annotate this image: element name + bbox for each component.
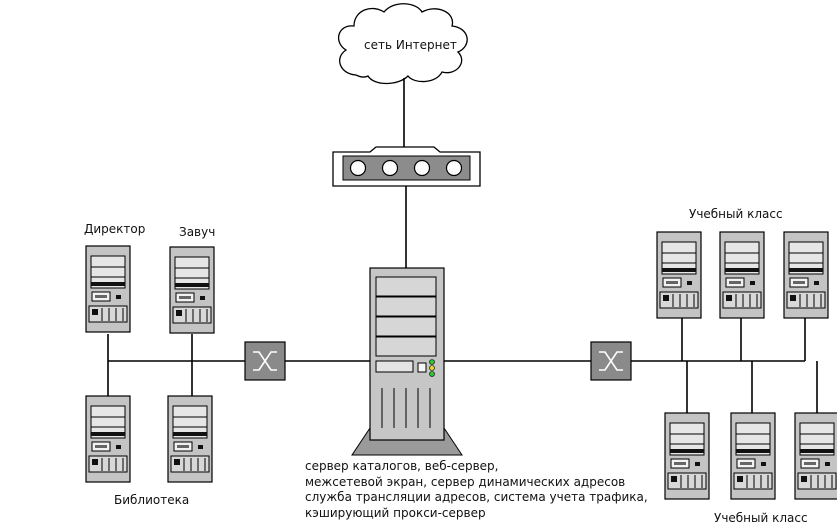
workstation-class-top-3-icon <box>783 231 829 319</box>
deputy-label: Завуч <box>179 225 216 239</box>
server-description-line: сервер каталогов, веб-сервер, <box>305 459 499 473</box>
workstation-class-bottom-2-icon <box>730 412 776 500</box>
workstation-library-2-icon <box>167 395 213 483</box>
workstation-class-bottom-1-icon <box>664 412 710 500</box>
workstation-class-top-1-icon <box>656 231 702 319</box>
server-description: сервер каталогов, веб-сервер, межсетевой… <box>305 459 648 521</box>
internet-label: сеть Интернет <box>364 38 457 52</box>
right-switch-icon <box>590 341 632 381</box>
library-label: Библиотека <box>114 493 190 507</box>
workstation-director-icon <box>85 245 131 333</box>
internet-cloud <box>337 3 468 85</box>
left-switch-icon <box>244 341 286 381</box>
director-label: Директор <box>84 222 146 236</box>
classroom-bottom-label: Учебный класс <box>714 511 808 525</box>
server-tower-icon <box>351 267 463 456</box>
workstation-class-bottom-3-icon <box>794 412 837 500</box>
classroom-top-label: Учебный класс <box>689 207 783 221</box>
workstation-class-top-2-icon <box>719 231 765 319</box>
server-description-line: кэширующий прокси-сервер <box>305 505 486 520</box>
server-description-line: межсетевой экран, сервер динамических ад… <box>305 474 626 489</box>
workstation-deputy-icon <box>169 246 215 334</box>
network-cables <box>107 78 818 413</box>
server-description-line: служба трансляции адресов, система учета… <box>305 490 648 504</box>
workstation-library-1-icon <box>85 395 131 483</box>
router-icon <box>332 146 481 187</box>
